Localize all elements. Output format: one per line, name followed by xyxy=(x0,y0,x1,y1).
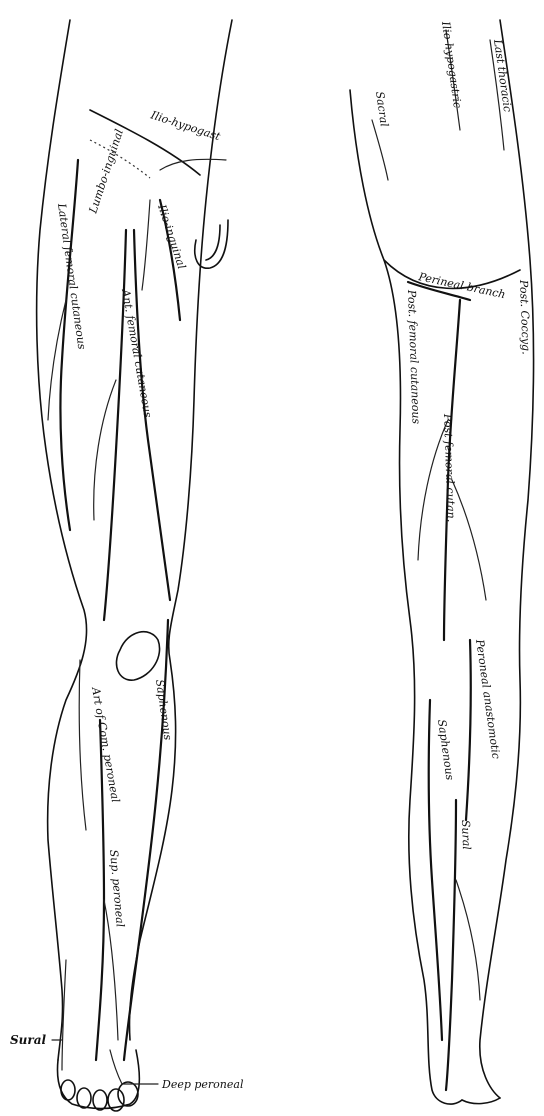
label-post-femoral-cutaneous: Post. femoral cutaneous xyxy=(405,289,423,425)
anterior-outline-lateral xyxy=(37,20,87,1060)
label-last-thoracic: Last thoracic xyxy=(491,38,514,113)
anterior-outline-medial xyxy=(129,20,232,1040)
lumbo-inguinal-nerve xyxy=(142,200,150,290)
label-coccygeal: Post. Coccyg. xyxy=(517,279,533,355)
sural-nerve-post xyxy=(446,800,456,1090)
label-deep-peroneal: Deep peroneal xyxy=(161,1078,244,1091)
label-ilio-hypogastric-post: Ilio-hypogastric xyxy=(439,20,464,109)
ant-femoral-cutaneous-nerve-1 xyxy=(104,230,126,620)
lateral-femoral-branch xyxy=(48,300,66,420)
art-of-com-peroneal-nerve xyxy=(79,660,86,830)
label-art-of-com-peroneal: Art of Com. peroneal xyxy=(89,685,122,804)
anterior-toe-1 xyxy=(61,1080,75,1100)
sacral-nerve xyxy=(372,120,388,180)
label-sural-post: Sural xyxy=(459,820,473,851)
anterior-genital-outline xyxy=(195,220,228,268)
superficial-peroneal-nerve xyxy=(96,720,104,1060)
deep-peroneal-nerve xyxy=(110,1050,122,1084)
label-lumbo-inguinal: Lumbo-inguinal xyxy=(86,127,126,216)
label-saphenous-ant: Saphenous xyxy=(153,679,174,742)
peroneal-anastomotic-nerve xyxy=(466,640,471,820)
posterior-heel xyxy=(462,1098,500,1104)
sural-branch xyxy=(456,880,480,1000)
label-sural-ant: Sural xyxy=(10,1033,46,1047)
anterior-toe-3 xyxy=(93,1090,107,1110)
label-ilio-hypogast: Ilio-hypogast xyxy=(148,108,222,143)
label-post-femoral-cutan-lower: Post femoral cutan. xyxy=(441,413,458,523)
anterior-toe-big xyxy=(118,1082,138,1106)
anterior-view: Ilio-hypogast Lumbo-inguinal Ilio-inguin… xyxy=(10,20,244,1111)
posterior-outline-lateral xyxy=(480,20,534,1098)
label-superficial-peroneal: Sup. peroneal xyxy=(107,849,127,928)
anterior-kneecap xyxy=(116,632,159,680)
anterior-genital-outline-inner xyxy=(206,225,220,260)
anterior-toe-2 xyxy=(77,1088,91,1108)
label-peroneal-anastomotic: Peroneal anastomotic xyxy=(473,638,503,760)
label-saphenous-post: Saphenous xyxy=(435,719,456,782)
label-sacral: Sacral xyxy=(373,91,391,129)
posterior-view: Ilio-hypogastric Last thoracic Sacral Pe… xyxy=(350,20,534,1104)
